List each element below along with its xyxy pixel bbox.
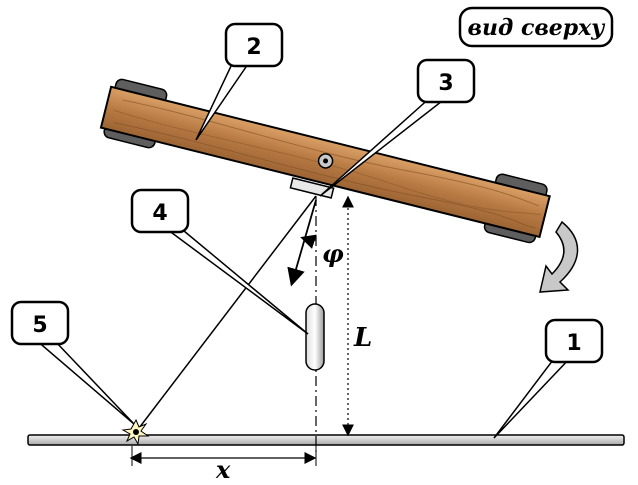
rail	[27, 434, 625, 446]
rotation-arrow	[539, 220, 579, 293]
svg-text:1: 1	[566, 331, 581, 356]
callout-4: 4	[130, 188, 309, 335]
symbol-phi: φ	[322, 239, 344, 268]
symbol-x: x	[215, 455, 231, 484]
svg-text:5: 5	[32, 313, 47, 338]
symbol-L: L	[353, 323, 372, 353]
angle-arc	[300, 234, 317, 249]
wooden-board	[99, 78, 551, 244]
view-label: вид сверху	[468, 15, 607, 41]
callout-3: 3	[319, 58, 476, 197]
callout-1: 1	[493, 318, 604, 439]
laser-beam-line	[135, 195, 317, 433]
svg-text:4: 4	[152, 201, 167, 226]
view-label-box: вид сверху	[458, 6, 614, 48]
callout-2: 2	[195, 22, 284, 141]
callout-5: 5	[10, 300, 135, 425]
rod-pointer	[305, 303, 325, 371]
svg-text:3: 3	[438, 71, 453, 96]
light-spot	[121, 418, 150, 446]
svg-text:2: 2	[246, 35, 261, 60]
